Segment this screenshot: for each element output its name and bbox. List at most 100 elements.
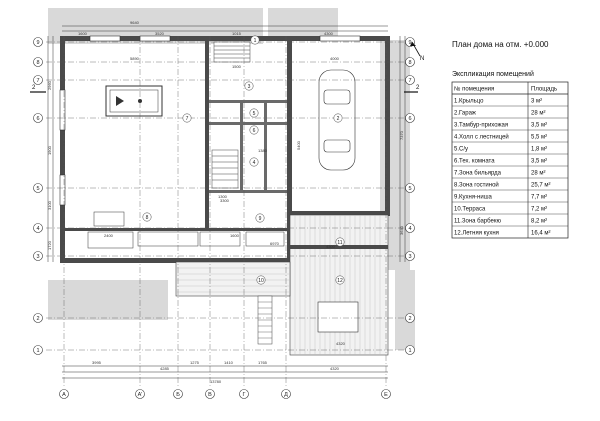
room-number-bubble [335, 275, 345, 285]
row-axis-bubble [33, 251, 43, 261]
room-number-label: 1 [254, 38, 257, 44]
column-axis-bubble [173, 389, 183, 399]
dimension-value: 7370 [399, 130, 404, 140]
row-axis-bubble [33, 313, 43, 323]
room-number-label: 5 [253, 111, 256, 117]
room-number-label: 8 [146, 215, 149, 221]
column-axis-label: Д [284, 392, 288, 398]
dimension-value: 5400 [296, 140, 301, 150]
schedule-frame [451, 81, 569, 239]
row-axis-bubble [405, 223, 415, 233]
dimension-value: 1900 [47, 145, 52, 155]
dimension-value: 2400 [104, 233, 114, 238]
room-number-bubble [256, 275, 266, 285]
schedule-room-area: 5,5 м² [531, 135, 547, 141]
dimension-value: 1500 [232, 64, 242, 69]
dimension-value: 6970 [270, 241, 280, 246]
schedule-room-name: 3.Тамбур-прихожая [454, 123, 508, 129]
row-axis-label: 2 [408, 316, 411, 322]
section-mark-left: 2 [32, 85, 36, 91]
room-number-bubble [249, 157, 259, 167]
schedule-room-name: 6.Тех. комната [454, 159, 495, 165]
terrace-deck [175, 214, 389, 356]
row-axis-label: 1 [36, 348, 39, 354]
dimension-value: 1015 [232, 31, 242, 36]
row-axis-label: 9 [36, 40, 39, 46]
plan-title: План дома на отм. +0.000 [452, 40, 549, 49]
room-number-bubble [244, 81, 254, 91]
column-axis-label: Е [384, 392, 388, 398]
dimension-value: 1720 [47, 240, 52, 250]
dimension-value: 2960 [47, 80, 52, 90]
row-axis-label: 3 [36, 254, 39, 260]
dimension-value: 3520 [155, 31, 165, 36]
room-number-bubble [255, 213, 265, 223]
row-axis-label: 2 [36, 316, 39, 322]
row-axis-label: 9 [408, 40, 411, 46]
row-axis-label: 3 [408, 254, 411, 260]
schedule-caption: Экспликация помещений [452, 70, 534, 78]
dimension-value: 3300 [220, 198, 230, 203]
schedule-room-name: 8.Зона гостиной [454, 182, 499, 189]
room-number-label: 6 [253, 128, 256, 134]
dimension-value: 4285 [160, 366, 170, 371]
row-axis-label: 6 [36, 116, 39, 122]
row-axis-bubble [405, 313, 415, 323]
column-axis-bubble [135, 389, 145, 399]
dimension-value: 3995 [92, 360, 102, 365]
schedule-room-area: 28 м² [531, 111, 545, 117]
row-axis-label: 6 [408, 116, 411, 122]
dimension-value: 1600 [78, 31, 88, 36]
dimension-value: 4000 [330, 56, 340, 61]
room-number-bubble [335, 237, 345, 247]
schedule-room-name: 1.Крыльцо [454, 99, 484, 105]
dimension-value: 1600 [230, 233, 240, 238]
room-number-label: 3 [248, 84, 251, 90]
schedule-room-area: 3 м² [531, 99, 542, 105]
schedule-room-name: 10.Терраса [454, 207, 486, 213]
dimension-value: 4320 [330, 366, 340, 371]
dimension-value: 4300 [324, 31, 334, 36]
room-number-bubble [250, 35, 260, 45]
column-axis-label: А [62, 392, 66, 398]
axis-gridlines [46, 36, 404, 388]
schedule-header: Площадь [531, 87, 557, 93]
billiard-table [105, 85, 163, 117]
schedule-room-area: 7,2 м² [531, 207, 547, 213]
row-axis-label: 5 [408, 186, 411, 192]
schedule-room-name: 12.Летняя кухня [454, 231, 499, 237]
room-number-label: 9 [259, 216, 262, 222]
column-axis-bubble [239, 389, 249, 399]
schedule-room-area: 8,2 м² [531, 219, 547, 225]
dimension-value: 1380 [258, 148, 268, 153]
dimension-value: 4300 [326, 244, 336, 249]
row-axis-bubble [405, 113, 415, 123]
room-number-label: 2 [337, 116, 340, 122]
room-number-label: 4 [253, 160, 256, 166]
schedule-room-name: 9.Кухня-ниша [454, 195, 493, 201]
row-axis-bubble [405, 345, 415, 355]
schedule-room-name: 11.Зона барбекю [454, 219, 501, 225]
schedule-room-area: 25,7 м² [531, 183, 550, 189]
schedule-room-area: 3,5 м² [531, 123, 547, 129]
schedule-room-area: 16,4 м² [531, 231, 550, 237]
hall-stair [211, 149, 239, 189]
north-label: N [420, 56, 424, 62]
row-axis-bubble [405, 75, 415, 85]
schedule-room-name: 7.Зона бильярда [454, 171, 502, 177]
room-number-label: 12 [337, 278, 343, 284]
column-axis-label: А' [138, 392, 143, 398]
column-axis-label: В [208, 392, 212, 398]
row-axis-label: 5 [36, 186, 39, 192]
column-axis-bubble [381, 389, 391, 399]
house-walls [60, 36, 390, 263]
room-number-bubble [182, 113, 192, 123]
section-mark-right: 2 [416, 85, 420, 91]
row-axis-bubble [405, 251, 415, 261]
row-axis-bubble [33, 37, 43, 47]
row-axis-bubble [33, 113, 43, 123]
